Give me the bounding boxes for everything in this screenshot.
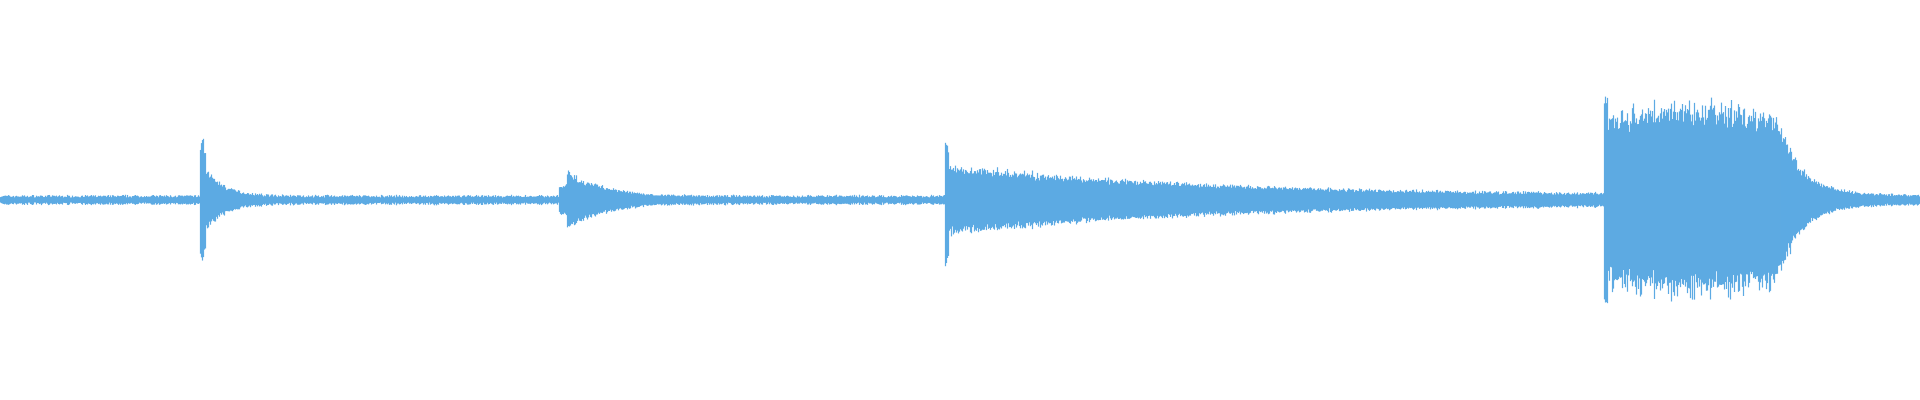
waveform-bars <box>0 96 1920 304</box>
